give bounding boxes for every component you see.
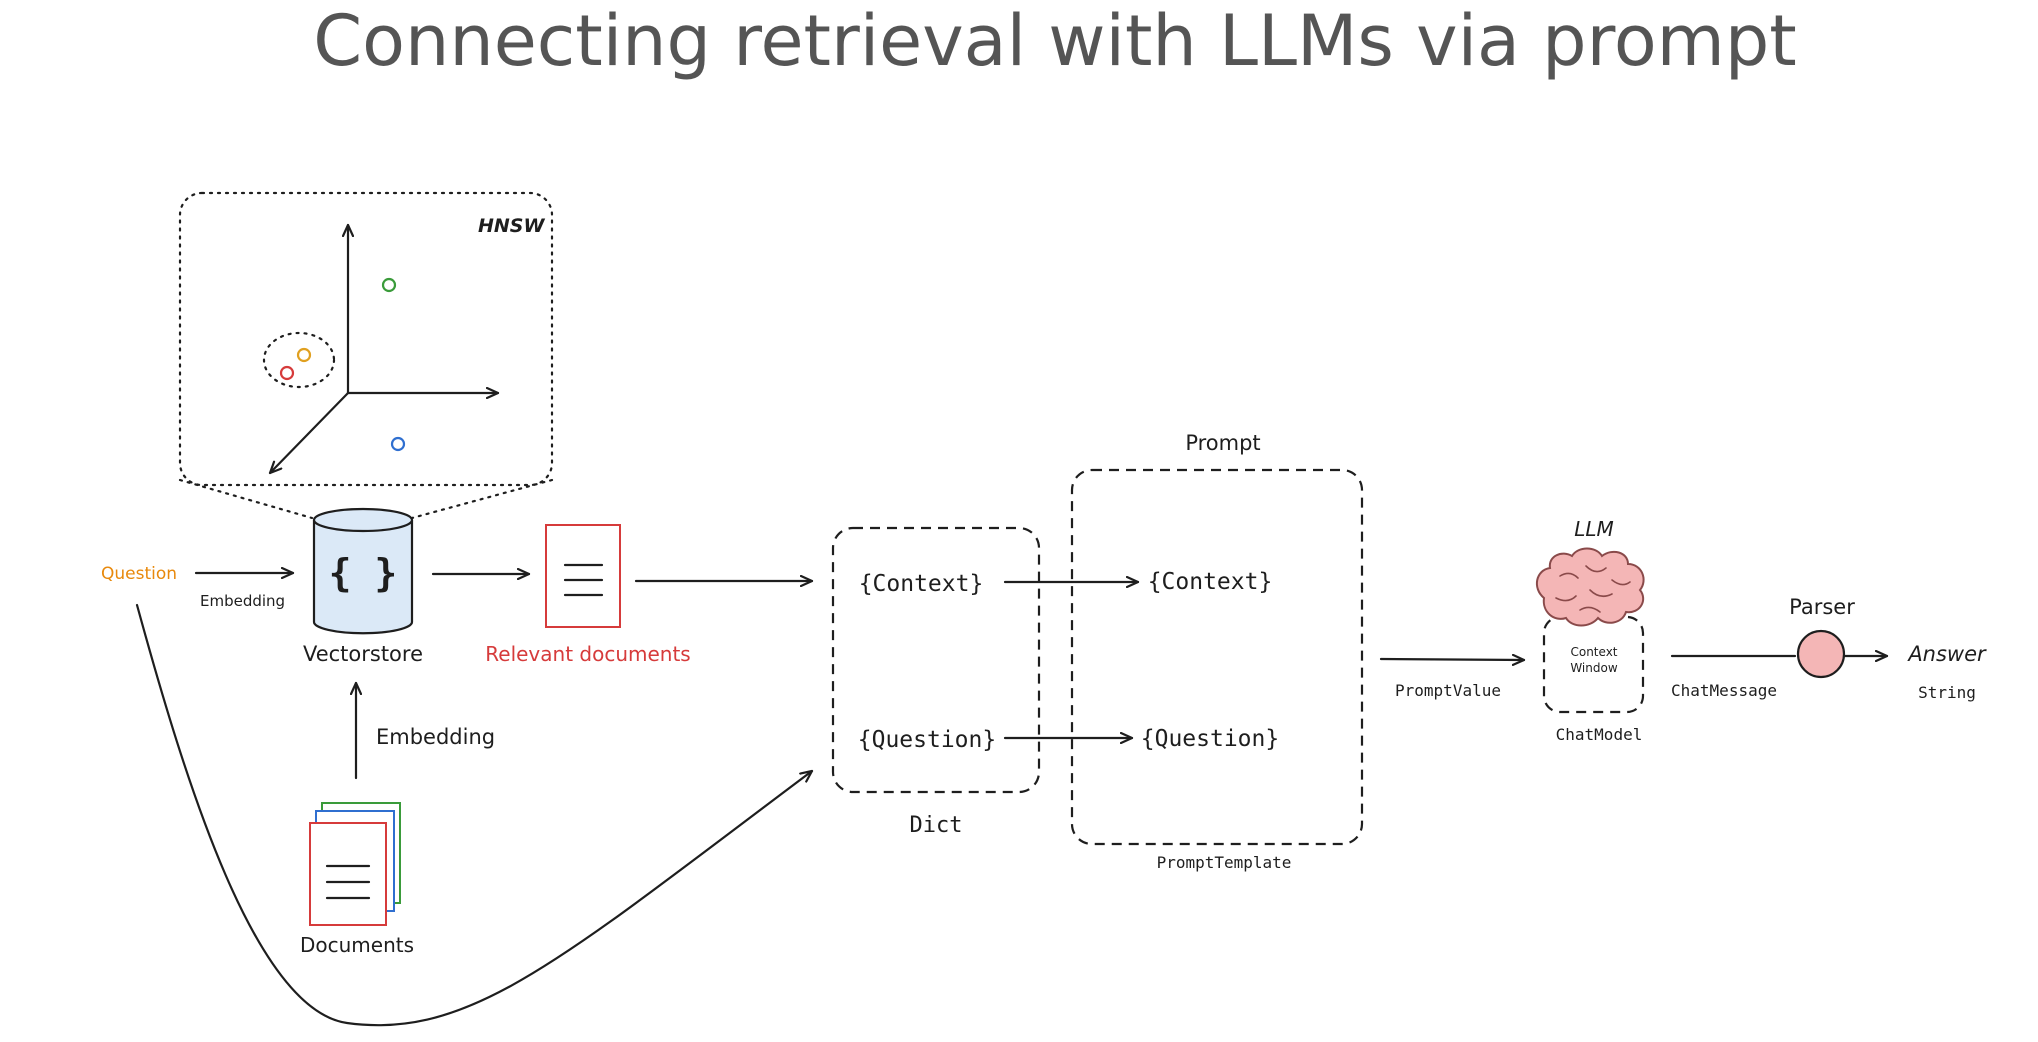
vector-point-blue — [390, 436, 406, 452]
llm-title: LLM — [1574, 517, 1614, 541]
embedding-large-label: Embedding — [376, 725, 495, 749]
hnsw-box — [178, 191, 554, 487]
hnsw-label: HNSW — [478, 215, 545, 237]
page-title: Connecting retrieval with LLMs via promp… — [313, 0, 1796, 82]
embedding-small-label: Embedding — [200, 592, 285, 610]
prompt-to-llm-arrow — [1379, 659, 1526, 660]
parser-node — [1796, 629, 1846, 679]
prompt-template-box — [1070, 468, 1364, 846]
context-window-line2: Window — [1570, 661, 1618, 675]
prompt-title: Prompt — [1185, 431, 1260, 455]
question-label: Question — [101, 564, 177, 584]
prompt-template-label: PromptTemplate — [1157, 853, 1292, 872]
chat-model-label: ChatModel — [1556, 725, 1643, 744]
parser-label: Parser — [1789, 595, 1855, 619]
answer-type-label: String — [1918, 683, 1976, 702]
context-window-line1: Context — [1570, 645, 1617, 659]
vectorstore-braces-icon: { } — [329, 551, 398, 595]
documents-stack-icon — [309, 802, 401, 926]
hnsw-zoom-panel: HNSW — [178, 191, 554, 520]
vector-point-yellow — [296, 347, 312, 363]
dict-question: {Question} — [858, 727, 996, 753]
chat-message-label: ChatMessage — [1671, 681, 1777, 700]
prompt-question: {Question} — [1141, 726, 1279, 752]
cluster-ring — [262, 331, 336, 389]
relevant-documents-label: Relevant documents — [485, 642, 690, 666]
vector-point-green — [381, 277, 397, 293]
prompt-context: {Context} — [1148, 569, 1273, 595]
zoom-connector-right — [410, 478, 554, 520]
dict-context: {Context} — [859, 571, 984, 597]
z-axis — [268, 391, 350, 475]
brain-icon — [1535, 547, 1645, 627]
answer-label: Answer — [1906, 642, 1987, 666]
vector-point-red — [279, 365, 295, 381]
dict-box — [831, 526, 1041, 794]
context-window-box — [1542, 615, 1645, 714]
dict-label: Dict — [910, 813, 963, 838]
relevant-document-icon — [545, 524, 621, 628]
vectorstore-label: Vectorstore — [303, 642, 423, 666]
vectorstore-icon: { } — [312, 507, 414, 635]
documents-label: Documents — [300, 933, 414, 957]
prompt-value-label: PromptValue — [1395, 681, 1501, 700]
question-to-dict-curve — [135, 603, 814, 1027]
zoom-connector-left — [178, 478, 314, 520]
